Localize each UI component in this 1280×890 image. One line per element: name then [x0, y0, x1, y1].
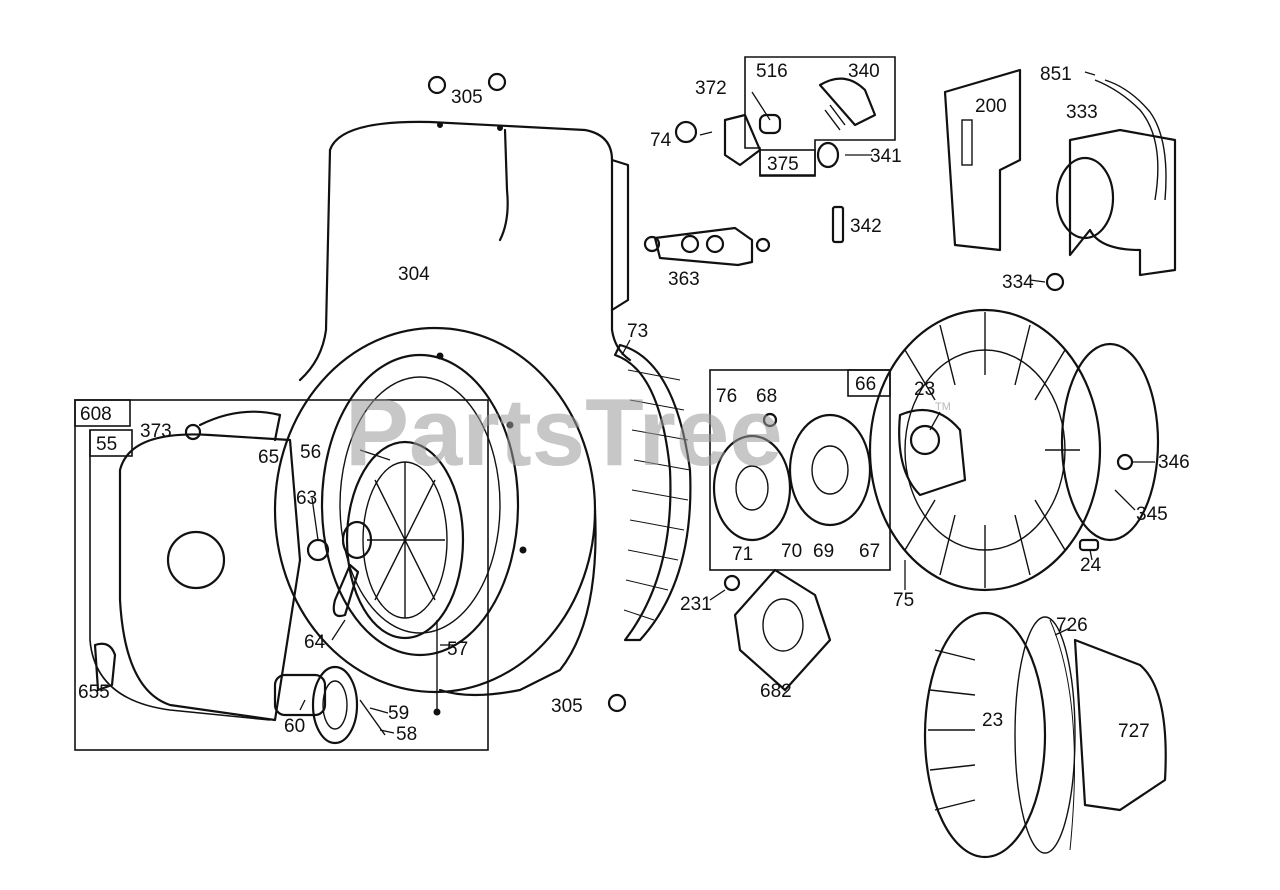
flywheel	[868, 308, 1160, 592]
watermark: PartsTree	[345, 379, 783, 486]
label-71: 71	[732, 544, 753, 565]
label-59: 59	[388, 703, 409, 724]
group-boxes	[74, 56, 896, 751]
label-66: 66	[855, 374, 876, 395]
label-375: 375	[767, 154, 799, 175]
label-333: 333	[1066, 102, 1098, 123]
label-57: 57	[447, 639, 468, 660]
rotating-screen	[613, 343, 692, 642]
governor-bracket	[674, 77, 877, 169]
label-373: 373	[140, 421, 172, 442]
label-200: 200	[975, 96, 1007, 117]
box-608	[74, 399, 489, 751]
label-74: 74	[650, 130, 672, 151]
label-55: 55	[96, 434, 117, 455]
label-76: 76	[716, 386, 737, 407]
label-340: 340	[848, 61, 880, 82]
label-345: 345	[1136, 504, 1168, 525]
box-66-tag	[847, 369, 891, 397]
label-73: 73	[627, 321, 648, 342]
label-23-top: 23	[914, 379, 935, 400]
label-63: 63	[296, 488, 317, 509]
leader-lines	[299, 71, 1155, 734]
label-516: 516	[756, 61, 788, 82]
label-70: 70	[781, 541, 802, 562]
label-68: 68	[756, 386, 777, 407]
label-851: 851	[1040, 64, 1072, 85]
part-labels: 305 304 372 516 340 74 375 341 851 200 3…	[78, 61, 1190, 745]
rope-handle	[273, 563, 441, 745]
label-24: 24	[1080, 555, 1102, 576]
box-66	[709, 369, 891, 571]
label-65: 65	[258, 447, 279, 468]
label-727: 727	[1118, 721, 1150, 742]
label-231: 231	[680, 594, 712, 615]
label-655: 655	[78, 682, 110, 703]
spark-plug-pin	[831, 205, 845, 244]
label-334: 334	[1002, 272, 1034, 293]
label-363: 363	[668, 269, 700, 290]
label-682: 682	[760, 681, 792, 702]
label-346: 346	[1158, 452, 1190, 473]
watermark-tm: TM	[935, 401, 951, 413]
label-56: 56	[300, 442, 321, 463]
label-67: 67	[859, 541, 880, 562]
label-341: 341	[870, 146, 902, 167]
label-58: 58	[396, 724, 417, 745]
label-342: 342	[850, 216, 882, 237]
box-608-tag	[74, 399, 131, 427]
label-60: 60	[284, 716, 305, 737]
alt-flywheel	[923, 611, 1167, 859]
label-23-bottom: 23	[982, 710, 1003, 731]
label-75: 75	[893, 590, 914, 611]
starter-housing	[118, 410, 302, 722]
label-305-bottom: 305	[551, 696, 583, 717]
label-69: 69	[813, 541, 834, 562]
terminal-block	[643, 226, 771, 267]
label-726: 726	[1056, 615, 1088, 636]
label-372: 372	[695, 78, 727, 99]
label-305-top: 305	[451, 87, 483, 108]
box-375-tag	[759, 149, 816, 177]
blower-housing	[273, 120, 632, 697]
ignition-armature	[943, 68, 1177, 292]
label-304: 304	[398, 264, 430, 285]
starter-pulley	[341, 440, 465, 640]
label-608: 608	[80, 404, 112, 425]
label-64: 64	[304, 632, 326, 653]
